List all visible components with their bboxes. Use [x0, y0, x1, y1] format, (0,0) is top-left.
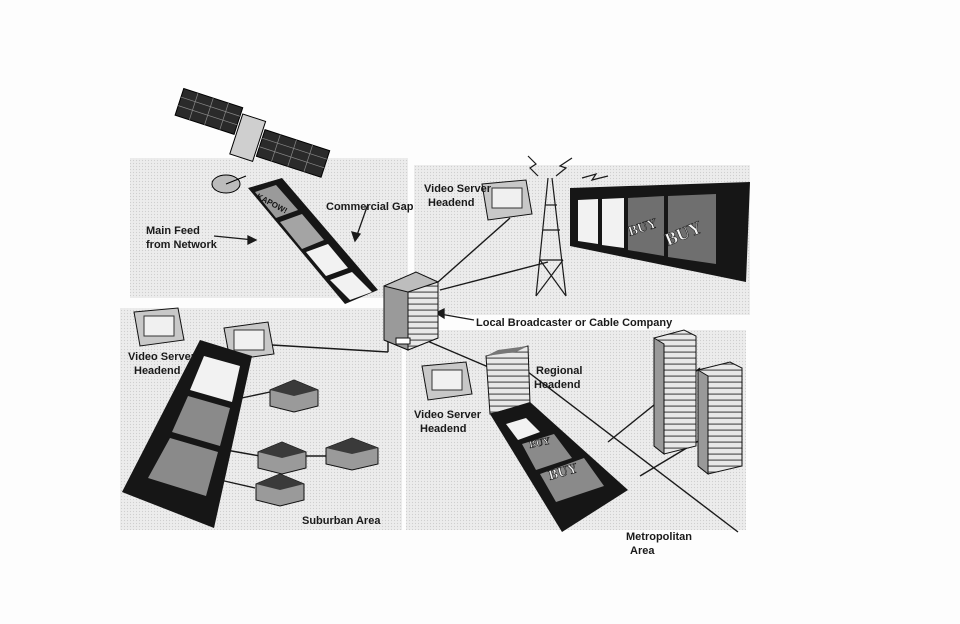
label-headend-right: Headend [420, 423, 466, 435]
label-metropolitan: Metropolitan [626, 531, 692, 543]
regional-headend-icon [485, 345, 531, 415]
film-frame-kapow [255, 185, 298, 218]
label-video-server-top: Video Server [424, 183, 492, 195]
film-frame-blank-2 [602, 198, 624, 248]
label-from-network: from Network [146, 239, 218, 251]
broadcast-tower-icon [527, 155, 609, 297]
house-icon-1 [269, 379, 319, 413]
label-regional: Regional [536, 365, 582, 377]
video-server-left-icon-1 [133, 307, 185, 347]
label-area: Area [630, 545, 655, 557]
label-regional-headend: Headend [534, 379, 580, 391]
skyscraper-icon-2 [697, 361, 743, 476]
buy-text-3: BUY [528, 436, 552, 451]
labels: Main Feed from Network Commercial Gap Vi… [128, 183, 692, 557]
film-frame-metro-1 [506, 418, 540, 440]
film-frame-buy-1 [628, 196, 664, 256]
video-server-right-icon [421, 361, 473, 401]
film-frame-metro-2 [522, 434, 572, 470]
label-commercial-gap: Commercial Gap [326, 201, 414, 213]
film-frame-buy-2 [668, 194, 716, 264]
arrows [213, 203, 475, 321]
video-server-left-icon-2 [223, 321, 275, 361]
label-main-feed: Main Feed [146, 225, 200, 237]
house-icon-2 [257, 441, 307, 475]
label-video-server-left: Video Server [128, 351, 196, 363]
satellite-icon [174, 87, 331, 194]
film-frame-gap [330, 272, 372, 300]
video-server-top-icon [481, 179, 533, 221]
skyscraper-icon-1 [653, 329, 697, 456]
local-broadcaster-building [383, 271, 439, 351]
line-to-top-server [437, 217, 511, 283]
label-headend-left: Headend [134, 365, 180, 377]
label-headend-top: Headend [428, 197, 474, 209]
film-frame-blank-1 [578, 199, 598, 244]
line-suburb-2 [225, 449, 261, 457]
label-video-server-right: Video Server [414, 409, 482, 421]
label-suburban-area: Suburban Area [302, 515, 381, 527]
house-icon-4 [255, 473, 305, 507]
film-frame-suburb-2 [172, 396, 230, 446]
film-frame-suburb-1 [190, 356, 240, 402]
house-icon-3 [325, 437, 379, 471]
film-frame-suburb-3 [148, 438, 218, 496]
line-suburb-4 [219, 479, 256, 489]
filmstrip-main-feed: KAPOW! [248, 178, 378, 304]
film-frame-action-1 [280, 214, 324, 249]
connection-lines [219, 217, 739, 533]
label-local-broadcaster: Local Broadcaster or Cable Company [476, 317, 673, 329]
filmstrip-suburban [122, 340, 252, 528]
film-frame-metro-3 [540, 458, 604, 502]
film-frame-action-2 [306, 244, 348, 276]
filmstrip-top-right: BUY BUY [570, 182, 750, 282]
line-to-tower [439, 261, 549, 291]
filmstrip-metropolitan: BUY BUY [490, 402, 628, 532]
line-metro-1 [527, 371, 739, 533]
